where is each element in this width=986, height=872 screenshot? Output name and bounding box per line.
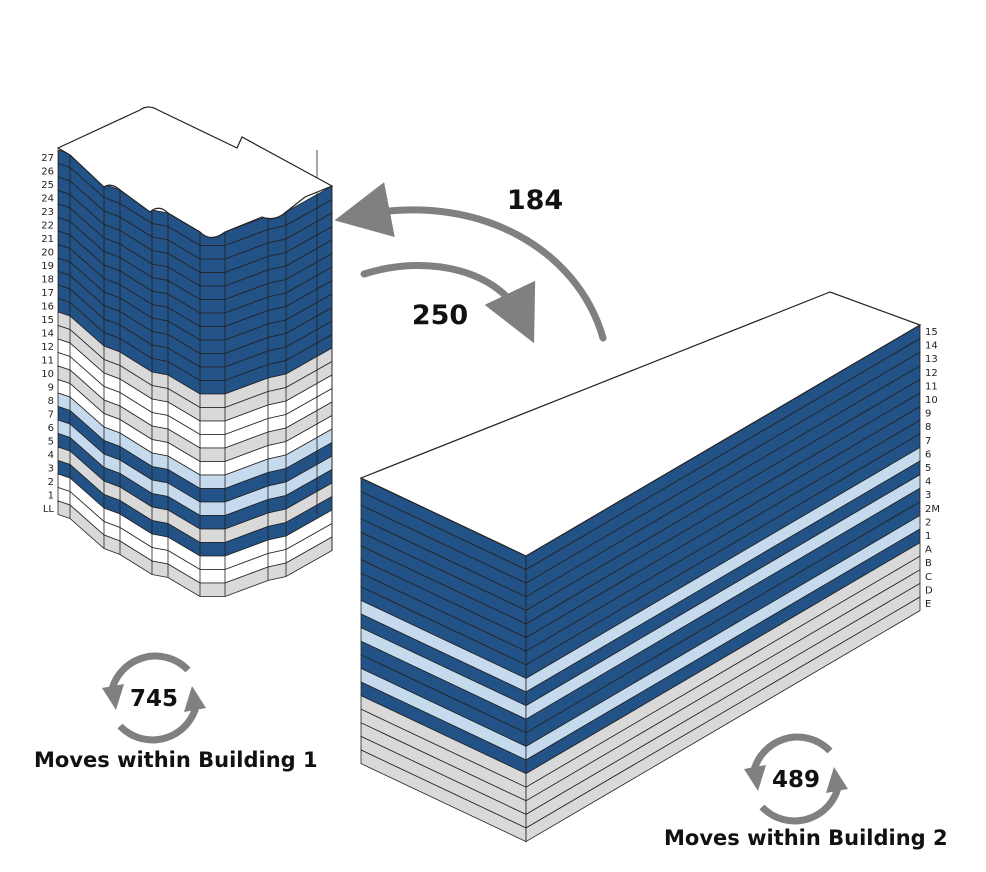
- building-2-floor-label: 7: [925, 436, 931, 447]
- building-1-roof: [56, 106, 334, 239]
- building-2-floor-label: 2M: [925, 504, 940, 515]
- building-2-floor-label: 14: [925, 341, 938, 352]
- building-1-floor-label: 2: [48, 477, 54, 488]
- flow-building2-to-building1: 184: [334, 182, 607, 342]
- building-1-floor-label: 3: [48, 464, 54, 475]
- building-1-floor-label: 22: [41, 221, 54, 232]
- building-1: 2726252423222120191817161514121110987654…: [41, 106, 334, 597]
- building-1-floor-label: LL: [43, 504, 55, 515]
- building-1-floor-label: 1: [48, 491, 54, 502]
- building-1-floor-label: 4: [48, 450, 54, 461]
- internal-moves-count-1: 745: [130, 686, 178, 712]
- building-2-floors: [360, 324, 921, 843]
- building-1-floor-label: 14: [41, 329, 54, 340]
- building-1-floor-label: 26: [41, 167, 54, 178]
- building-1-floor-label: 23: [41, 207, 54, 218]
- building-2-roof: [359, 291, 922, 557]
- flow-value-184: 184: [507, 185, 563, 216]
- building-2-floor-label: 9: [925, 409, 931, 420]
- building-1-floor-label: 15: [41, 315, 54, 326]
- flow-building1-to-building2: 250: [360, 261, 536, 344]
- building-1-floor-label: 24: [41, 194, 54, 205]
- building-2-floor-label: B: [925, 558, 932, 569]
- building-2-floor-label: 6: [925, 449, 931, 460]
- flow-value-250: 250: [412, 300, 468, 331]
- building-2-floor-label: D: [925, 585, 933, 596]
- building-2-floor-label: E: [925, 599, 931, 610]
- building-1-floor-label: 8: [48, 396, 54, 407]
- building-2-floor-label: 11: [925, 381, 938, 392]
- building-2-floor-label: 12: [925, 368, 938, 379]
- building-2-floor-E: [525, 596, 921, 843]
- building-2-floor-label: 13: [925, 354, 938, 365]
- building-1-floor-label: 10: [41, 369, 54, 380]
- building-2-floor-label: 3: [925, 490, 931, 501]
- building-1-floor-label: 11: [41, 356, 54, 367]
- cycle-icon-building-2: 489: [744, 733, 848, 825]
- building-1-floor-label: 5: [48, 437, 54, 448]
- building-2-floor-label: 8: [925, 422, 931, 433]
- building-1-floor-label: 9: [48, 383, 54, 394]
- flow-arrow-184: [334, 182, 607, 342]
- building-1-floor-labels: 2726252423222120191817161514121110987654…: [41, 153, 54, 515]
- cycle-icon-building-1: 745: [102, 652, 206, 744]
- building-2-floor-label: 4: [925, 477, 931, 488]
- building-1-floor-label: 16: [41, 302, 54, 313]
- caption-building-1: Moves within Building 1: [34, 748, 318, 772]
- internal-moves-count-2: 489: [772, 767, 820, 793]
- building-1-floor-label: 27: [41, 153, 54, 164]
- building-1-floor-label: 12: [41, 342, 54, 353]
- building-2-floor-label: 5: [925, 463, 931, 474]
- building-1-floor-label: 7: [48, 410, 54, 421]
- building-1-floor-label: 21: [41, 234, 54, 245]
- flow-arrow-250: [360, 261, 536, 344]
- building-2-floor-label: 10: [925, 395, 938, 406]
- building-2-floor-label: 1: [925, 531, 931, 542]
- building-2-floor-label: 15: [925, 327, 938, 338]
- building-1-floor-label: 17: [41, 288, 54, 299]
- building-2-floor-label: C: [925, 572, 932, 583]
- building-2-floor-label: A: [925, 545, 932, 556]
- building-1-floor-label: 25: [41, 180, 54, 191]
- building-1-floors: [57, 149, 333, 597]
- caption-building-2: Moves within Building 2: [664, 826, 948, 850]
- building-1-floor-label: 6: [48, 423, 54, 434]
- building-1-floor-label: 19: [41, 261, 54, 272]
- building-1-floor-label: 20: [41, 248, 54, 259]
- building-2-floor-label: 2: [925, 517, 931, 528]
- building-1-floor-label: 18: [41, 275, 54, 286]
